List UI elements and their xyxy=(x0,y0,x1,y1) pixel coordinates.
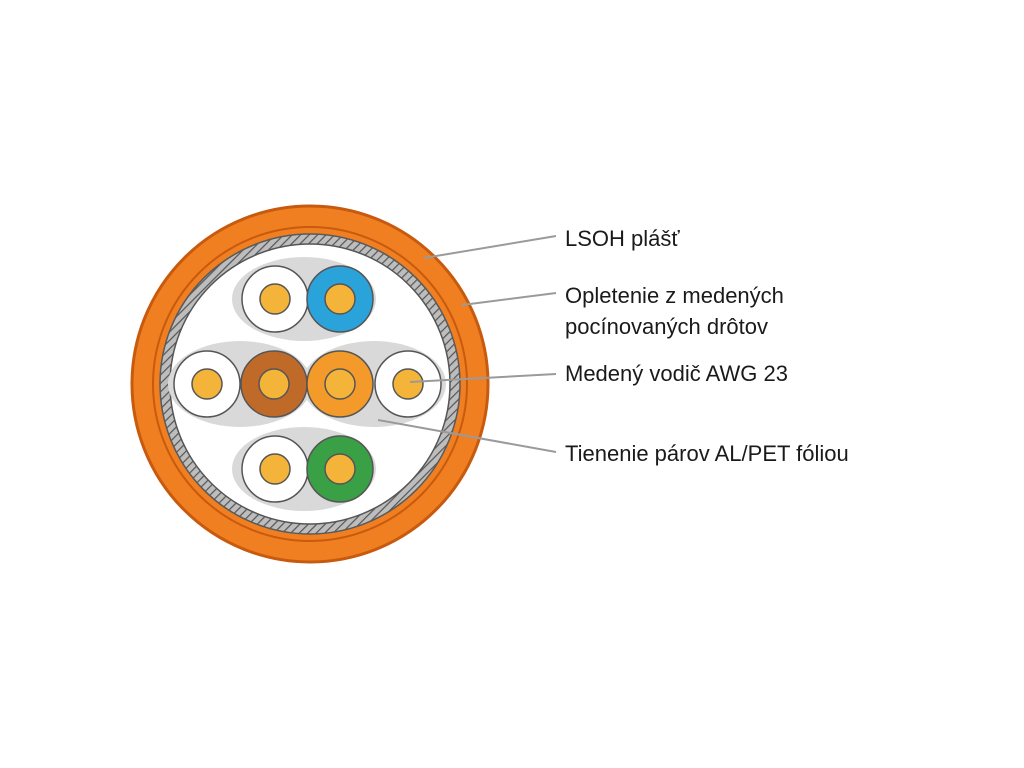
label-copper-conductor: Medený vodič AWG 23 xyxy=(565,358,788,389)
copper-conductor xyxy=(324,453,356,485)
copper-conductor xyxy=(259,283,291,315)
label-lsoh-jacket: LSOH plášť xyxy=(565,223,680,254)
copper-conductor xyxy=(324,283,356,315)
leader-line-braid xyxy=(461,292,557,306)
copper-conductor xyxy=(258,368,290,400)
label-conductor-text: Medený vodič AWG 23 xyxy=(565,361,788,386)
pair-green-white xyxy=(241,435,374,503)
label-braid-line2: pocínovaných drôtov xyxy=(565,314,769,339)
pair-blue-white xyxy=(241,265,374,333)
label-foil-shield: Tienenie párov AL/PET fóliou xyxy=(565,438,849,469)
label-braid-line1: Opletenie z medených xyxy=(565,283,784,308)
pair-orange-white xyxy=(306,350,442,418)
label-shield-text: Tienenie párov AL/PET fóliou xyxy=(565,441,849,466)
copper-conductor xyxy=(392,368,424,400)
label-copper-braid: Opletenie z medených pocínovaných drôtov xyxy=(565,280,784,342)
leader-line-conductor xyxy=(409,373,557,383)
pair-brown-white xyxy=(173,350,308,418)
leader-line-jacket xyxy=(423,235,557,259)
copper-conductor xyxy=(259,453,291,485)
label-jacket-text: LSOH plášť xyxy=(565,226,680,251)
leader-line-shield xyxy=(377,419,557,453)
copper-conductor xyxy=(324,368,356,400)
jacket-inner-edge xyxy=(152,226,468,542)
copper-conductor xyxy=(191,368,223,400)
